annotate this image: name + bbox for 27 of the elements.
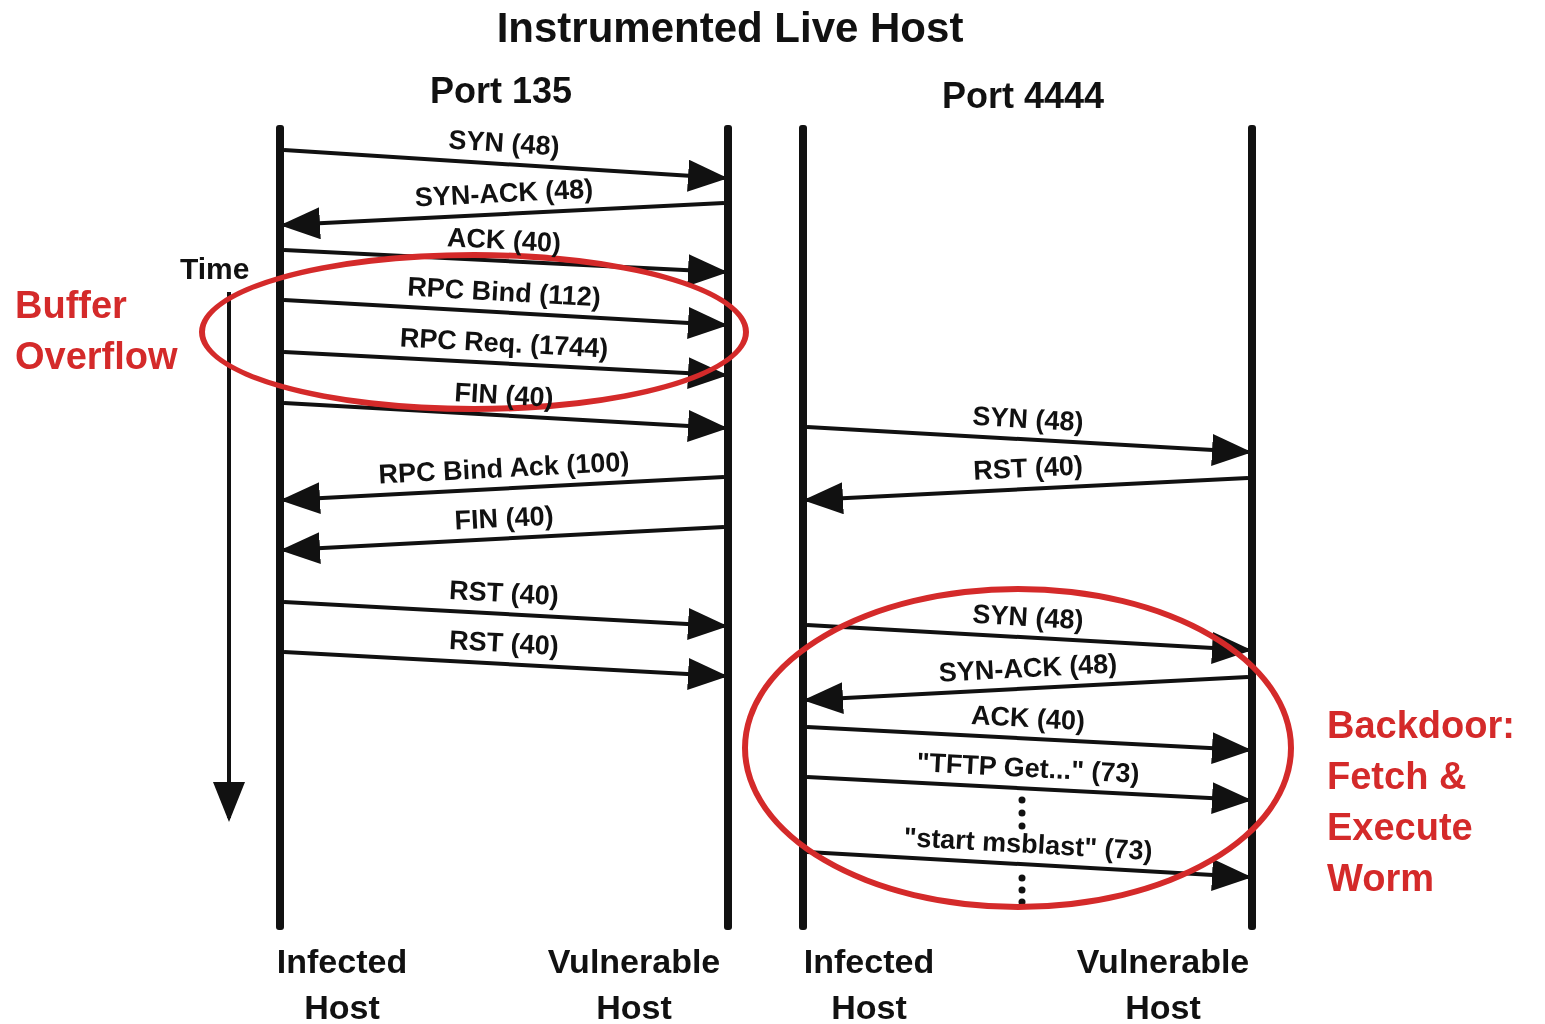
port-heading: Port 4444 — [942, 75, 1105, 117]
edge-label: RST (40) — [972, 450, 1083, 487]
edge-label: SYN (48) — [971, 598, 1084, 636]
lifeline-label: Infected Host — [802, 941, 936, 1024]
edge-label: SYN-ACK (48) — [414, 173, 594, 214]
edge-label: SYN-ACK (48) — [937, 647, 1118, 689]
edge-label: FIN (40) — [453, 499, 555, 537]
edge-label: SYN (48) — [447, 124, 561, 163]
edge-label: ACK (40) — [969, 699, 1086, 737]
lifeline-label: Infected Host — [275, 941, 409, 1024]
edge-label: "start msblast" (73) — [902, 821, 1153, 867]
edge-label: RPC Req. (1744) — [399, 322, 609, 364]
edge-label: ACK (40) — [446, 222, 562, 259]
edge-label: RST (40) — [448, 575, 560, 612]
lifeline-label: Vulnerable Host — [546, 941, 722, 1024]
port-heading: Port 135 — [430, 70, 573, 112]
lifeline-label: Vulnerable Host — [1075, 941, 1251, 1024]
edge-label: RPC Bind Ack (100) — [377, 445, 631, 491]
edge-label: RPC Bind (112) — [406, 271, 602, 313]
diagram-title: Instrumented Live Host — [495, 4, 965, 52]
annotation-text: Backdoor: Fetch & Execute Worm — [1327, 703, 1516, 901]
edge-label: "TFTP Get..." (73) — [915, 746, 1140, 790]
edge-label: SYN (48) — [971, 400, 1084, 438]
edge-label: FIN (40) — [453, 376, 555, 414]
edge-label: RST (40) — [448, 625, 560, 662]
annotation-text: Buffer Overflow — [15, 283, 179, 379]
axis-label: Time — [180, 252, 250, 286]
